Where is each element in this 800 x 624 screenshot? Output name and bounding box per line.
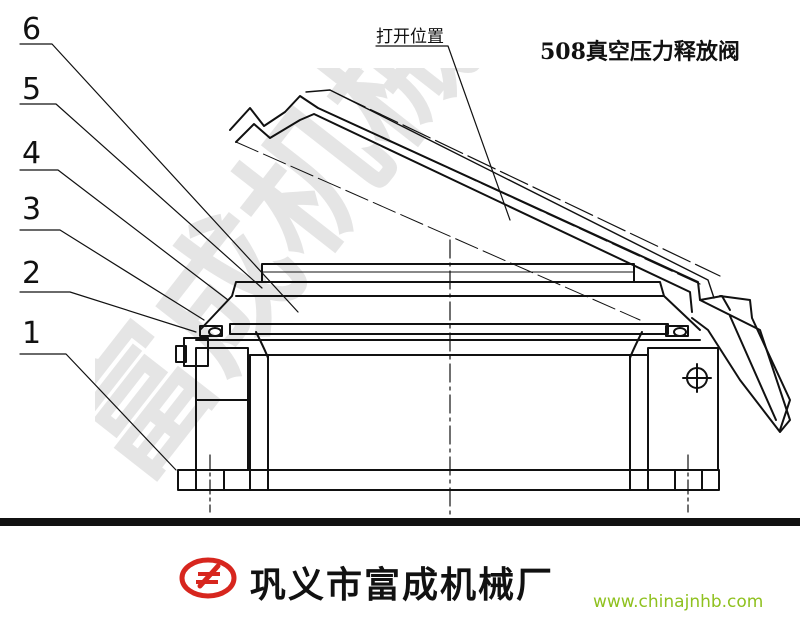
right-bracket <box>647 347 719 471</box>
part-number-5: 5 <box>22 72 42 107</box>
open-position-label: 打开位置 <box>376 27 444 47</box>
left-bracket <box>195 347 249 471</box>
company-name: 巩义市富成机械厂 <box>250 565 555 606</box>
leader-6 <box>19 43 299 313</box>
valve-drawing <box>19 43 791 516</box>
part-number-4: 4 <box>22 136 42 171</box>
leader-3 <box>19 229 205 321</box>
cover-open-outer <box>229 95 791 433</box>
seat-flange <box>229 323 669 335</box>
leader-2 <box>19 291 197 333</box>
base-plate <box>177 469 720 491</box>
leader-1 <box>19 353 177 471</box>
leader-open <box>375 45 511 221</box>
footer-divider <box>0 518 800 526</box>
part-number-6: 6 <box>22 12 42 47</box>
company-logo-icon <box>179 557 237 599</box>
part-number-2: 2 <box>22 256 42 291</box>
leader-4 <box>19 169 229 301</box>
website-url[interactable]: www.chinajnhb.com <box>593 592 764 612</box>
part-number-1: 1 <box>22 316 42 351</box>
diagram-title: 508真空压力释放阀 <box>540 39 740 65</box>
cover-open-inner <box>305 89 715 299</box>
leader-5 <box>19 103 263 289</box>
part-number-3: 3 <box>22 192 42 227</box>
